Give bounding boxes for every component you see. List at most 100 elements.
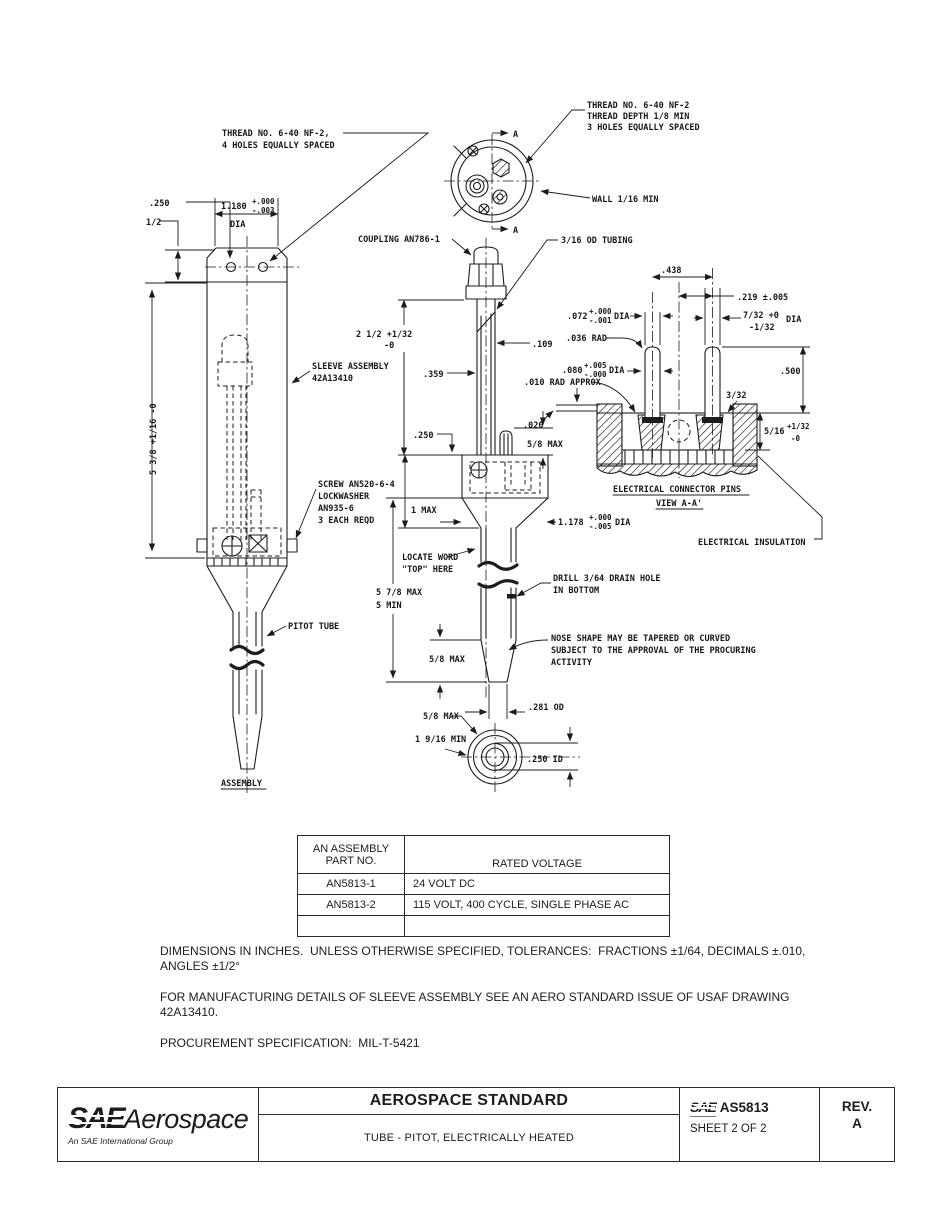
screw-note: AN935-6 bbox=[318, 504, 354, 514]
coupling-label: COUPLING AN786-1 bbox=[358, 235, 440, 245]
dim-label: 5 7/8 MAX bbox=[376, 588, 422, 598]
tubing-label: 3/16 OD TUBING bbox=[561, 236, 633, 246]
thread-note-3holes: THREAD NO. 6-40 NF-2 bbox=[587, 101, 689, 111]
doc-type: AEROSPACE STANDARD bbox=[369, 1092, 569, 1109]
dim-label: DIA bbox=[614, 312, 629, 322]
table-row-empty bbox=[298, 915, 669, 936]
dim-label: .219 ±.005 bbox=[737, 293, 788, 303]
rev-value: A bbox=[852, 1116, 862, 1131]
doc-title: TUBE - PITOT, ELECTRICALLY HEATED bbox=[364, 1132, 574, 1144]
technical-drawing: THREAD NO. 6-40 NF-2, 4 HOLES EQUALLY SP… bbox=[145, 101, 823, 793]
drill-note: DRILL 3/64 DRAIN HOLE bbox=[553, 574, 660, 584]
dim-label: -0 bbox=[384, 341, 394, 351]
sheet-label: SHEET bbox=[690, 1123, 729, 1135]
tolerance-label: +1/32 bbox=[787, 422, 810, 431]
sae-logo-icon: SAE bbox=[68, 1101, 126, 1135]
title-block: SAEAerospace An SAE International Group … bbox=[57, 1087, 895, 1162]
thread-note-3holes: 3 HOLES EQUALLY SPACED bbox=[587, 123, 700, 133]
revision-cell: REV. A bbox=[819, 1088, 894, 1161]
dim-label: 5/8 MAX bbox=[429, 655, 465, 665]
nose-note: ACTIVITY bbox=[551, 658, 593, 668]
dim-label: .072 bbox=[567, 312, 587, 322]
tolerance-label: -0 bbox=[791, 434, 801, 443]
sleeve-assembly-label: SLEEVE ASSEMBLY bbox=[312, 362, 390, 372]
voltage-table: AN ASSEMBLY PART NO. RATED VOLTAGE AN581… bbox=[297, 835, 670, 937]
dim-label: .250 bbox=[413, 431, 433, 441]
dim-label: DIA bbox=[230, 220, 245, 230]
dim-label: DIA bbox=[615, 518, 630, 528]
tolerance-label: +.000 bbox=[252, 197, 275, 206]
screw-note: SCREW AN520-6-4 bbox=[318, 480, 395, 490]
tolerance-label: -.003 bbox=[252, 206, 275, 215]
assembly-caption: ASSEMBLY bbox=[221, 779, 263, 789]
wall-note: WALL 1/16 MIN bbox=[592, 195, 659, 205]
dim-label: 1 9/16 MIN bbox=[415, 735, 466, 745]
dim-label: .250 bbox=[149, 199, 169, 209]
dim-label: .109 bbox=[532, 340, 552, 350]
table-header-text: PART NO. bbox=[325, 854, 377, 867]
dim-label: .010 RAD APPROX bbox=[524, 378, 601, 388]
screw-note: LOCKWASHER bbox=[318, 492, 370, 502]
document-title-cell: AEROSPACE STANDARD TUBE - PITOT, ELECTRI… bbox=[258, 1088, 679, 1161]
dim-label: .500 bbox=[780, 367, 800, 377]
dim-label: 7/32 +0 bbox=[743, 311, 779, 321]
dim-label: 3/32 bbox=[726, 391, 746, 401]
dim-label: 1 MAX bbox=[411, 506, 437, 516]
section-view-annotations: .438 .219 ±.005 7/32 +0 -1/32 DIA .072 +… bbox=[523, 266, 823, 548]
section-view bbox=[556, 268, 758, 478]
voltage-cell bbox=[404, 916, 669, 936]
tolerance-label: +.000 bbox=[589, 307, 612, 316]
doc-title-row: TUBE - PITOT, ELECTRICALLY HEATED bbox=[259, 1115, 679, 1161]
section-arrow-label: A bbox=[513, 130, 518, 140]
dim-label: .020 bbox=[523, 421, 543, 431]
dim-label: .359 bbox=[423, 370, 443, 380]
dim-label: DIA bbox=[786, 315, 801, 325]
dim-label: 2 1/2 +1/32 bbox=[356, 330, 412, 340]
sheet-indicator: SHEET 2 OF 2 bbox=[690, 1123, 819, 1135]
drill-note: IN BOTTOM bbox=[553, 586, 599, 596]
dim-label: 1.180 bbox=[221, 202, 247, 212]
part-number-cell: AN5813-2 bbox=[326, 899, 376, 911]
doc-number: AS5813 bbox=[719, 1100, 769, 1115]
table-header-part: AN ASSEMBLY PART NO. bbox=[298, 836, 404, 873]
dim-label: 1.178 bbox=[558, 518, 584, 528]
doc-type-row: AEROSPACE STANDARD bbox=[259, 1088, 679, 1115]
notes-section: DIMENSIONS IN INCHES. UNLESS OTHERWISE S… bbox=[160, 944, 832, 1067]
locate-note: "TOP" HERE bbox=[402, 565, 453, 575]
dim-label: .080 bbox=[562, 366, 582, 376]
logo-tagline: An SAE International Group bbox=[68, 1135, 173, 1146]
dim-label: .281 OD bbox=[528, 703, 564, 713]
rev-label: REV. bbox=[841, 1099, 873, 1114]
front-view-annotations: COUPLING AN786-1 3/16 OD TUBING 2 1/2 +1… bbox=[356, 235, 756, 787]
sae-aerospace-logo: SAEAerospace bbox=[68, 1101, 258, 1135]
dim-label: .438 bbox=[661, 266, 681, 276]
nose-note: SUBJECT TO THE APPROVAL OF THE PROCURING bbox=[551, 646, 756, 656]
section-caption: VIEW A-A' bbox=[656, 499, 702, 509]
dim-label: 5/8 MAX bbox=[423, 712, 459, 722]
table-header-text: AN ASSEMBLY bbox=[312, 842, 390, 855]
section-arrow-label: A bbox=[513, 226, 518, 236]
voltage-cell: 24 VOLT DC bbox=[404, 874, 669, 894]
logo-aerospace-text: Aerospace bbox=[123, 1103, 249, 1134]
note-manufacturing: FOR MANUFACTURING DETAILS OF SLEEVE ASSE… bbox=[160, 990, 793, 1019]
table-header-text: RATED VOLTAGE bbox=[492, 858, 582, 870]
part-number-cell: AN5813-1 bbox=[326, 878, 376, 890]
dim-label: DIA bbox=[609, 366, 624, 376]
pitot-tube-label: PITOT TUBE bbox=[288, 622, 339, 632]
part-number-cell bbox=[298, 916, 404, 936]
note-tolerances: DIMENSIONS IN INCHES. UNLESS OTHERWISE S… bbox=[160, 944, 808, 973]
section-caption: ELECTRICAL CONNECTOR PINS bbox=[613, 485, 741, 495]
sheet-value: 2 OF 2 bbox=[731, 1123, 767, 1135]
locate-note: LOCATE WORD bbox=[402, 553, 458, 563]
dim-label: 5 MIN bbox=[376, 601, 402, 611]
screw-note: 3 EACH REQD bbox=[318, 516, 374, 526]
voltage-cell: 115 VOLT, 400 CYCLE, SINGLE PHASE AC bbox=[404, 895, 669, 915]
dim-label: 5 3/8 +1/16 -0 bbox=[149, 403, 159, 475]
tolerance-label: -.001 bbox=[589, 316, 612, 325]
tolerance-label: -.005 bbox=[589, 522, 612, 531]
note-procurement: PROCUREMENT SPECIFICATION: MIL-T-5421 bbox=[160, 1036, 420, 1050]
dim-label: -1/32 bbox=[749, 323, 775, 333]
table-header-row: AN ASSEMBLY PART NO. RATED VOLTAGE bbox=[298, 836, 669, 873]
